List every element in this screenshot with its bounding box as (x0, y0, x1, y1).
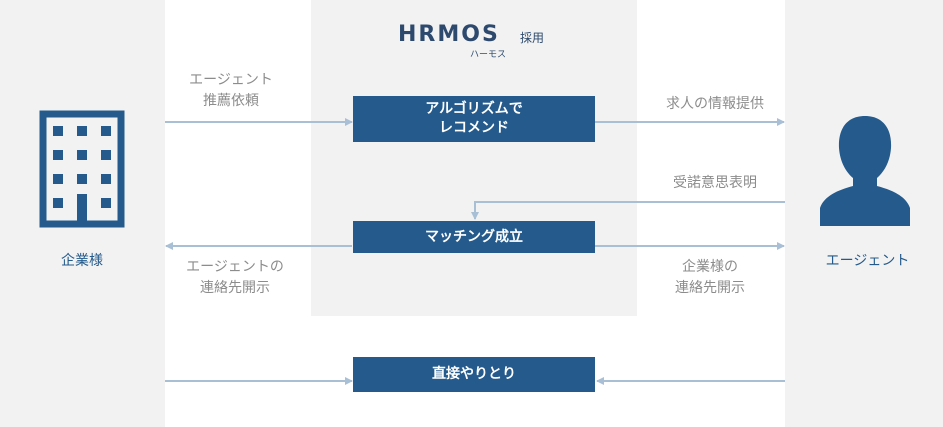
arrow-agent-to-matching (471, 201, 785, 220)
person-icon (820, 116, 910, 226)
company-contact-label: 企業様の 連絡先開示 (650, 257, 770, 299)
agent-request-line-2: 推薦依頼 (203, 93, 259, 109)
logo-suffix: 採用 (520, 31, 545, 45)
agent-contact-line-1: エージェントの (186, 259, 284, 275)
company-contact-line-1: 企業様の (682, 259, 738, 275)
matching-label: マッチング成立 (425, 228, 523, 245)
matching-box: マッチング成立 (353, 221, 595, 253)
agent-contact-label: エージェントの 連絡先開示 (170, 257, 300, 299)
hrmos-panel (311, 0, 637, 316)
agent-request-line-1: エージェント (189, 72, 273, 88)
algorithm-recommend-box: アルゴリズムで レコメンド (353, 96, 595, 142)
logo-kana: ハーモス (470, 50, 507, 60)
company-label: 企業様 (61, 253, 103, 269)
algorithm-line-2: レコメンド (439, 120, 509, 136)
logo-name: HRMOS (398, 22, 500, 47)
algorithm-line-1: アルゴリズムで (425, 101, 523, 117)
agent-contact-line-2: 連絡先開示 (200, 280, 270, 296)
direct-label: 直接やりとり (432, 366, 516, 382)
agent-label: エージェント (825, 253, 910, 269)
job-info-label: 求人の情報提供 (666, 96, 764, 112)
acceptance-label: 受諾意思表明 (673, 175, 757, 191)
agent-request-label: エージェント 推薦依頼 (166, 70, 296, 112)
company-contact-line-2: 連絡先開示 (675, 280, 745, 296)
direct-contact-box: 直接やりとり (353, 357, 595, 392)
building-icon (39, 110, 125, 228)
